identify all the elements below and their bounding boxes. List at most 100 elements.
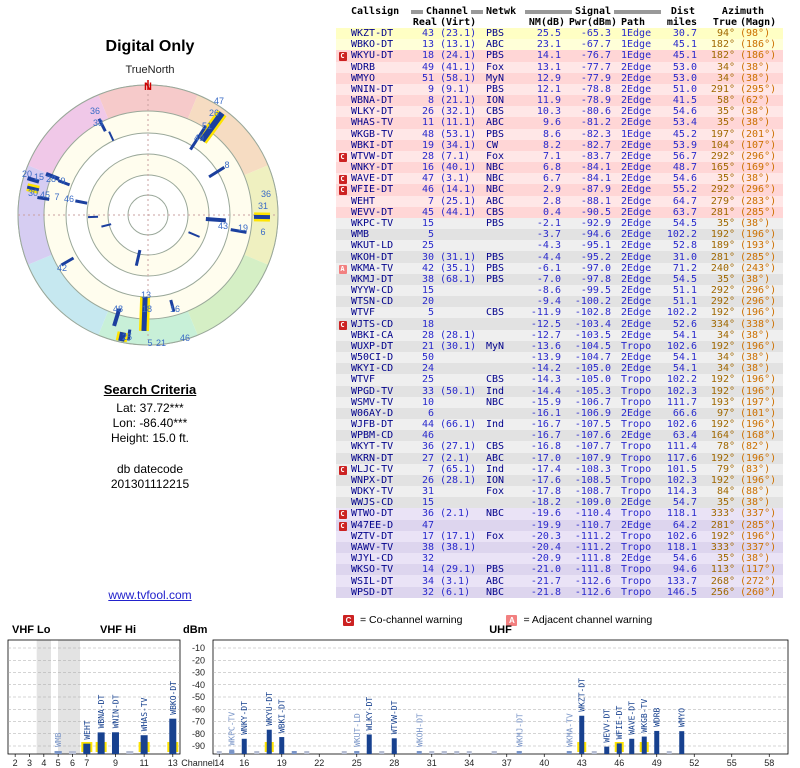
cell-power: -67.7 (580, 39, 611, 51)
cell-callsign: WTVF (351, 374, 376, 386)
svg-text:18: 18 (142, 304, 152, 314)
cell-real-channel: 19 (421, 139, 434, 151)
svg-text:WKZT-DT: WKZT-DT (578, 678, 587, 712)
cell-distance: 53.0 (672, 72, 697, 84)
cell-azimuth-true: 192° (710, 419, 735, 431)
cell-noise-margin: -12.5 (530, 318, 561, 330)
cell-virtual-channel: (65.1) (440, 463, 477, 475)
cell-path: Tropo (621, 441, 652, 453)
cell-network: Fox (486, 150, 505, 162)
cell-virtual-channel: (68.1) (440, 273, 477, 285)
cell-callsign: WBKI-CA (351, 329, 394, 341)
cell-network: PBS (486, 218, 505, 229)
svg-text:6: 6 (70, 758, 75, 768)
cell-azimuth-magnetic: (38°) (740, 352, 771, 364)
cell-virtual-channel: (27.1) (440, 441, 477, 453)
cell-path: 2Edge (621, 329, 652, 341)
cell-real-channel: 46 (421, 430, 434, 442)
cell-network: ABC (486, 575, 505, 587)
cell-azimuth-true: 165° (710, 162, 735, 174)
cell-virtual-channel: (34.1) (440, 139, 477, 151)
svg-text:13: 13 (141, 290, 151, 300)
cell-callsign: W50CI-D (351, 352, 394, 364)
svg-text:9: 9 (113, 758, 118, 768)
cell-path: Tropo (621, 474, 652, 486)
cell-network: NBC (486, 586, 505, 598)
cell-azimuth-true: 35° (716, 553, 735, 565)
cell-distance: 102.6 (666, 530, 697, 542)
cell-azimuth-magnetic: (169°) (740, 162, 777, 174)
cell-power: -97.8 (580, 273, 611, 285)
cell-azimuth-true: 34° (716, 329, 735, 341)
cell-azimuth-true: 192° (710, 340, 735, 352)
cell-power: -107.9 (574, 452, 611, 464)
cell-callsign: WKMA-TV (351, 262, 394, 274)
tvfool-link[interactable]: www.tvfool.com (108, 588, 192, 602)
svg-text:47: 47 (214, 96, 224, 106)
cell-network: CBS (486, 307, 505, 319)
cell-path: Tropo (621, 396, 652, 408)
cell-power: -106.9 (574, 407, 611, 419)
adjacent-channel-warning-icon: A (338, 264, 347, 274)
svg-text:28: 28 (46, 174, 56, 184)
svg-text:-80: -80 (192, 729, 205, 739)
cell-noise-margin: -19.6 (530, 508, 561, 520)
cell-callsign: WAVE-DT (351, 173, 394, 185)
table-header-row-2: Real (Virt) NM(dB) Pwr(dBm) Path miles T… (336, 17, 783, 28)
cell-real-channel: 14 (421, 564, 434, 576)
cell-noise-margin: 14.1 (536, 50, 561, 62)
cell-azimuth-magnetic: (117°) (740, 564, 777, 576)
cell-callsign: WSIL-DT (351, 575, 394, 587)
cell-azimuth-true: 34° (716, 72, 735, 84)
cell-real-channel: 25 (421, 374, 434, 386)
cell-azimuth-true: 35° (716, 218, 735, 229)
svg-text:31: 31 (258, 201, 268, 211)
cell-power: -105.3 (574, 385, 611, 397)
svg-text:2: 2 (13, 758, 18, 768)
svg-text:7: 7 (54, 192, 59, 202)
svg-text:19: 19 (238, 223, 248, 233)
svg-text:WBKO-DT: WBKO-DT (169, 681, 178, 715)
cell-real-channel: 8 (427, 95, 434, 107)
cell-distance: 102.2 (666, 374, 697, 386)
cell-azimuth-true: 333° (710, 508, 735, 520)
cell-distance: 94.6 (672, 564, 697, 576)
cell-power: -82.7 (580, 139, 611, 151)
cell-network: ABC (486, 39, 505, 51)
cell-distance: 146.5 (666, 586, 697, 598)
cell-callsign: WTSN-CD (351, 296, 394, 308)
cell-azimuth-magnetic: (295°) (740, 83, 777, 95)
cell-network: MyN (486, 340, 505, 352)
cell-callsign: WLJC-TV (351, 463, 394, 475)
svg-text:46: 46 (180, 333, 190, 343)
cell-real-channel: 13 (421, 39, 434, 51)
cell-callsign: WMB (351, 229, 370, 241)
cell-virtual-channel: (32.1) (440, 106, 477, 118)
cell-real-channel: 38 (421, 541, 434, 553)
cell-noise-margin: -11.9 (530, 307, 561, 319)
svg-text:WDRB: WDRB (653, 707, 662, 726)
cell-noise-margin: 7.1 (542, 150, 561, 162)
cell-callsign: WZTV-DT (351, 530, 394, 542)
cell-noise-margin: 11.9 (536, 95, 561, 107)
cell-virtual-channel: (21.1) (440, 95, 477, 107)
cell-power: -94.6 (580, 229, 611, 241)
cell-path: 2Edge (621, 61, 652, 73)
svg-text:9: 9 (60, 176, 65, 186)
cell-real-channel: 18 (421, 318, 434, 330)
cell-virtual-channel: (23.1) (440, 28, 477, 40)
cell-azimuth-magnetic: (62°) (740, 95, 771, 107)
cell-azimuth-magnetic: (196°) (740, 530, 777, 542)
cell-distance: 45.2 (672, 128, 697, 140)
cell-real-channel: 11 (421, 117, 434, 129)
cell-callsign: WLKY-DT (351, 106, 394, 118)
